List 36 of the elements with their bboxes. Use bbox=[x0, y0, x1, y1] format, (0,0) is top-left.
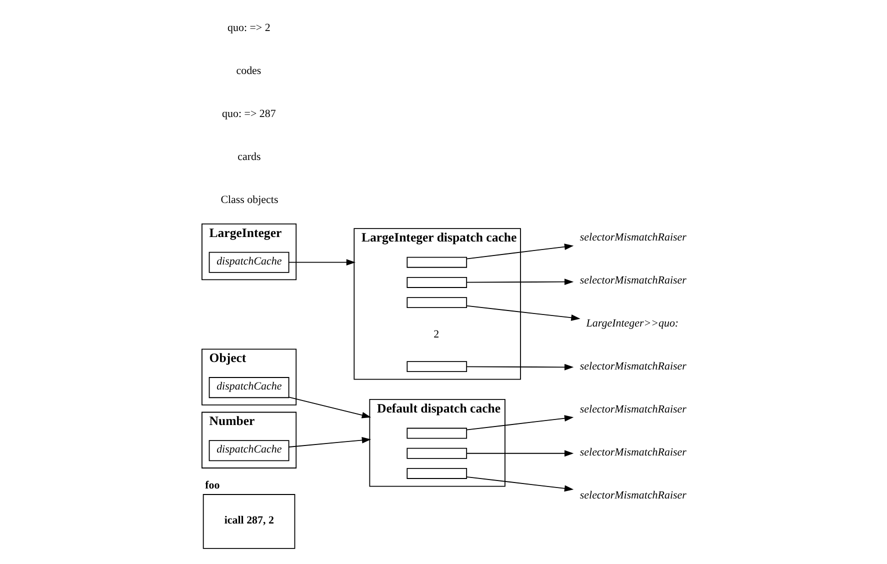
node-text: selectorMismatchRaiser bbox=[580, 489, 686, 502]
node-box: dispatchCache bbox=[208, 252, 290, 273]
node-text: LargeInteger>>quo: bbox=[586, 317, 679, 330]
arrow bbox=[466, 364, 574, 370]
arrow bbox=[288, 436, 372, 448]
arrow bbox=[466, 450, 574, 457]
arrow bbox=[466, 278, 574, 286]
label: Class objects bbox=[220, 194, 278, 206]
arrow bbox=[466, 476, 574, 492]
node-text: selectorMismatchRaiser bbox=[580, 232, 686, 244]
arrow bbox=[466, 415, 574, 430]
node-text: selectorMismatchRaiser bbox=[580, 403, 686, 416]
node-box bbox=[406, 448, 468, 459]
node-text: selectorMismatchRaiser bbox=[580, 360, 686, 372]
node-box bbox=[406, 468, 468, 479]
node-text: selectorMismatchRaiser bbox=[580, 274, 686, 286]
label: quo: => 287 bbox=[222, 108, 276, 120]
label: cards bbox=[238, 151, 261, 164]
node-box bbox=[406, 276, 468, 288]
node-box: dispatchCache bbox=[208, 377, 290, 398]
label: codes bbox=[236, 65, 262, 78]
node-box bbox=[406, 297, 468, 308]
node-label: foo bbox=[205, 480, 220, 492]
node-text: selectorMismatchRaiser bbox=[580, 446, 686, 458]
arrow bbox=[288, 259, 356, 266]
cluster: Default dispatch cache bbox=[369, 399, 506, 487]
node-box: icall 287, 2 bbox=[202, 494, 296, 549]
node-box bbox=[406, 256, 468, 268]
label: quo: => 2 bbox=[228, 22, 270, 34]
node-box bbox=[406, 428, 468, 439]
node-box bbox=[406, 361, 468, 372]
node-label: 2 bbox=[434, 328, 440, 340]
arrow bbox=[466, 305, 580, 321]
arrow bbox=[288, 396, 372, 418]
arrow bbox=[466, 244, 574, 260]
node-box: dispatchCache bbox=[208, 440, 290, 462]
